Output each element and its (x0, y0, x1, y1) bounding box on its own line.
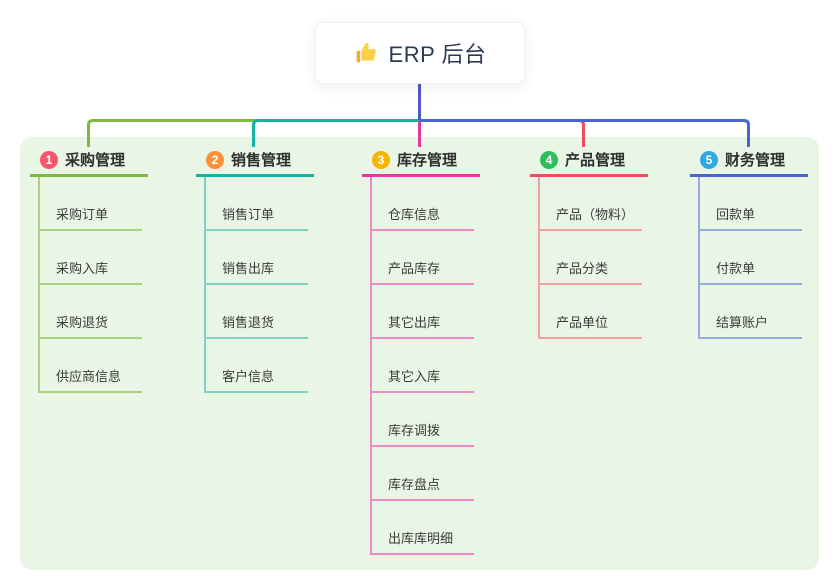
branch-column: 2 销售管理销售订单销售出库销售退货客户信息 (196, 145, 314, 393)
branch-badge: 5 (700, 150, 718, 169)
children-group: 产品（物料） 产品分类产品单位 (538, 177, 642, 339)
child-label: 库存盘点 (388, 477, 441, 492)
child-node[interactable]: 销售退货 (206, 285, 308, 339)
child-label: 出库库明细 (388, 531, 454, 546)
child-node[interactable]: 仓库信息 (372, 177, 474, 231)
child-node[interactable]: 产品分类 (540, 231, 642, 285)
branch-header[interactable]: 2 销售管理 (196, 145, 314, 177)
child-label: 客户信息 (222, 369, 275, 384)
child-label: 其它入库 (388, 369, 441, 384)
branch-column: 4 产品管理产品（物料） 产品分类产品单位 (530, 145, 648, 339)
children-group: 仓库信息产品库存其它出库其它入库库存调拨库存盘点出库库明细 (370, 177, 474, 555)
child-node[interactable]: 结算账户 (700, 285, 802, 339)
branch-badge: 3 (372, 150, 390, 169)
child-label: 付款单 (716, 261, 756, 276)
child-node[interactable]: 出库库明细 (372, 501, 474, 555)
branch-title: 产品管理 (565, 152, 626, 169)
child-label: 仓库信息 (388, 207, 441, 222)
child-label: 结算账户 (716, 315, 769, 330)
child-label: 产品单位 (556, 315, 609, 330)
branch-badge: 2 (206, 150, 224, 169)
thumbs-up-icon (354, 41, 379, 66)
child-node[interactable]: 客户信息 (206, 339, 308, 393)
branch-title: 采购管理 (65, 152, 126, 169)
child-node[interactable]: 采购订单 (40, 177, 142, 231)
child-node[interactable]: 其它出库 (372, 285, 474, 339)
branch-header[interactable]: 4 产品管理 (530, 145, 648, 177)
children-group: 回款单付款单结算账户 (698, 177, 802, 339)
branch-column: 1 采购管理采购订单采购入库采购退货供应商信息 (30, 145, 148, 393)
branch-title: 财务管理 (725, 152, 786, 169)
branch-header[interactable]: 5 财务管理 (690, 145, 808, 177)
branch-header[interactable]: 3 库存管理 (362, 145, 480, 177)
child-label: 采购退货 (56, 315, 109, 330)
child-node[interactable]: 库存盘点 (372, 447, 474, 501)
branch-title: 销售管理 (231, 152, 292, 169)
children-group: 销售订单销售出库销售退货客户信息 (204, 177, 308, 393)
root-node[interactable]: ERP 后台 (315, 22, 525, 84)
child-node[interactable]: 付款单 (700, 231, 802, 285)
child-label: 供应商信息 (56, 369, 122, 384)
child-label: 产品库存 (388, 261, 441, 276)
child-node[interactable]: 产品（物料） (540, 177, 642, 231)
child-label: 采购订单 (56, 207, 109, 222)
branch-badge: 4 (540, 150, 558, 169)
child-label: 产品分类 (556, 261, 609, 276)
child-node[interactable]: 采购退货 (40, 285, 142, 339)
branch-badge: 1 (40, 150, 58, 169)
branch-header[interactable]: 1 采购管理 (30, 145, 148, 177)
child-label: 回款单 (716, 207, 756, 222)
branch-title: 库存管理 (397, 152, 458, 169)
branch-column: 3 库存管理仓库信息产品库存其它出库其它入库库存调拨库存盘点出库库明细 (362, 145, 480, 555)
child-label: 采购入库 (56, 261, 109, 276)
branch-column: 5 财务管理回款单付款单结算账户 (690, 145, 808, 339)
mindmap-panel (20, 137, 819, 570)
child-label: 销售退货 (222, 315, 275, 330)
child-node[interactable]: 回款单 (700, 177, 802, 231)
child-label: 销售出库 (222, 261, 275, 276)
child-node[interactable]: 产品单位 (540, 285, 642, 339)
child-node[interactable]: 供应商信息 (40, 339, 142, 393)
child-node[interactable]: 采购入库 (40, 231, 142, 285)
child-label: 销售订单 (222, 207, 275, 222)
child-node[interactable]: 其它入库 (372, 339, 474, 393)
root-title: ERP 后台 (388, 42, 487, 67)
child-label: 产品（物料） (556, 207, 635, 222)
child-node[interactable]: 库存调拨 (372, 393, 474, 447)
child-node[interactable]: 销售出库 (206, 231, 308, 285)
child-node[interactable]: 产品库存 (372, 231, 474, 285)
child-label: 其它出库 (388, 315, 441, 330)
child-node[interactable]: 销售订单 (206, 177, 308, 231)
children-group: 采购订单采购入库采购退货供应商信息 (38, 177, 142, 393)
child-label: 库存调拨 (388, 423, 441, 438)
